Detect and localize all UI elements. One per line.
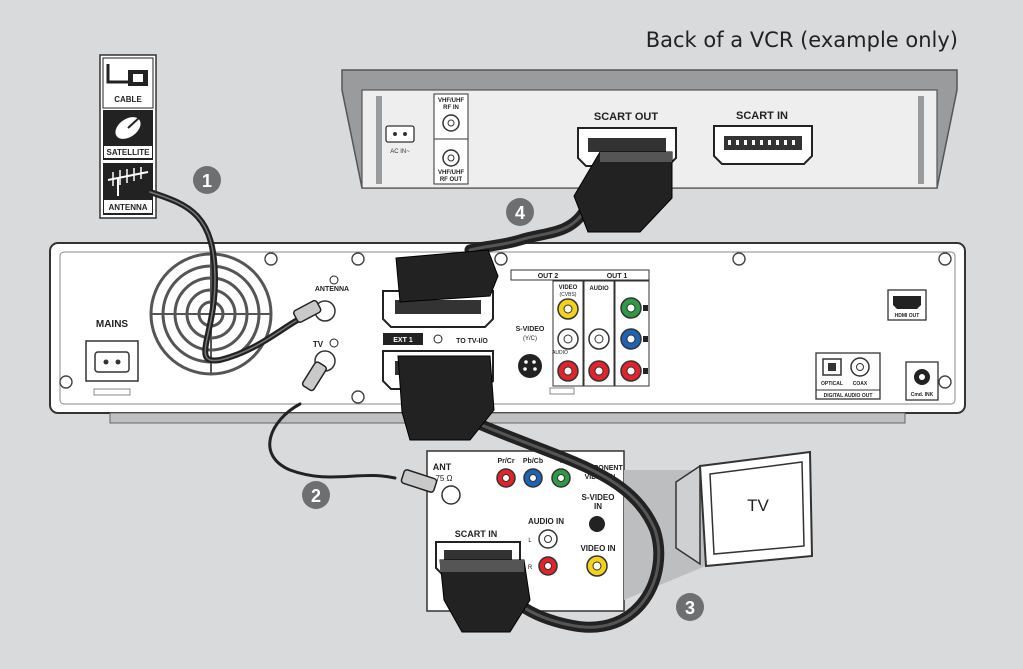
vcr-scart-in: SCART IN	[713, 110, 813, 165]
vcr: AC IN~ VHF/UHF RF IN VHF/UHF RF OUT SCAR…	[341, 69, 958, 189]
step-4-label: 4	[515, 203, 525, 223]
tv-audio-in-label: AUDIO IN	[528, 517, 564, 526]
hdmi-out-label: HDMI OUT	[895, 313, 920, 319]
player-unit: MAINS ANTENNA TV EXT 1 TO TV-I/O	[49, 242, 966, 424]
vcr-rf-out-label-2: RF OUT	[440, 177, 463, 183]
vcr-scart-in-label: SCART IN	[736, 110, 788, 122]
plugs	[293, 151, 673, 633]
tv-r-label: R	[528, 565, 533, 571]
tv-ant-jack	[441, 485, 461, 505]
cable-label: CABLE	[114, 95, 142, 104]
svideo-label: S-VIDEO	[516, 326, 545, 333]
step-2-marker: 2	[302, 481, 330, 509]
out1-label: OUT 1	[607, 273, 628, 280]
vcr-scart-out-label: SCART OUT	[594, 111, 658, 123]
tv-ohm-label: 75 Ω	[435, 474, 452, 483]
mains-inlet: MAINS	[85, 319, 139, 396]
tv-video-in-label: VIDEO IN	[580, 544, 615, 553]
antenna-jack-label: ANTENNA	[315, 286, 349, 293]
vcr-rf-in-label-1: VHF/UHF	[438, 98, 464, 104]
vcr-rf-out-label-1: VHF/UHF	[438, 170, 464, 176]
tv-label: TV	[747, 496, 769, 515]
step-3-marker: 3	[676, 593, 704, 621]
out2-label: OUT 2	[538, 273, 559, 280]
to-tv-label: TO TV-I/O	[456, 338, 488, 345]
cvbs-label: (CVBS)	[560, 292, 577, 298]
vcr-ac-inlet: AC IN~	[385, 125, 415, 155]
tv-svideo-label-1: S-VIDEO	[582, 493, 615, 502]
satellite-icon: SATELLITE	[103, 110, 153, 160]
tv-out-plug	[301, 361, 327, 392]
mains-label: MAINS	[96, 319, 129, 330]
vcr-ac-in-label: AC IN~	[390, 149, 410, 155]
svideo-sub-label: (Y/C)	[523, 336, 537, 342]
tv-svideo-label-2: IN	[594, 502, 602, 511]
step-2-label: 2	[311, 486, 321, 506]
vcr-rf-jacks: VHF/UHF RF IN VHF/UHF RF OUT	[433, 93, 469, 185]
player-scart-plug-top	[395, 249, 499, 303]
tv-pb-label: Pb/Cb	[523, 458, 543, 465]
antenna-label: ANTENNA	[108, 203, 147, 212]
tv-scart-in-label: SCART IN	[455, 529, 498, 539]
vcr-rf-in-label-2: RF IN	[443, 105, 459, 111]
step-4-marker: 4	[506, 198, 534, 226]
step-3-label: 3	[685, 598, 695, 618]
tv-svideo-jack	[589, 516, 605, 532]
screws	[59, 252, 952, 404]
step-1-marker: 1	[193, 166, 221, 194]
cmd-port: Cmd. INK	[905, 361, 939, 401]
digital-audio-out: OPTICAL COAX DIGITAL AUDIO OUT	[815, 352, 881, 400]
cable-icon: CABLE	[102, 57, 154, 109]
coax-label: COAX	[853, 381, 868, 387]
digital-audio-out-label: DIGITAL AUDIO OUT	[824, 393, 873, 399]
step-markers: 1 2 3 4	[193, 166, 704, 621]
video-label: VIDEO	[559, 285, 578, 291]
tv-set: TV	[624, 450, 814, 600]
cable-2	[268, 402, 397, 480]
antenna-plug	[293, 299, 322, 323]
analog-outputs: OUT 2 OUT 1 VIDEO (CVBS) AUDIO AUDIO	[510, 269, 650, 395]
tv-pr-label: Pr/Cr	[497, 458, 514, 465]
antenna-icon: ANTENNA	[103, 163, 153, 215]
player-scart-plug-bottom	[397, 355, 495, 441]
tv-jack-label: TV	[313, 340, 324, 349]
cmd-label: Cmd. INK	[911, 392, 934, 398]
audio-small-label: AUDIO	[552, 350, 568, 356]
caption: Back of a VCR (example only)	[646, 28, 958, 52]
source-icons: CABLE SATELLITE ANTENNA	[99, 54, 157, 219]
audio-label: AUDIO	[589, 286, 609, 292]
ext1-label: EXT 1	[393, 337, 413, 344]
tv-l-label: L	[528, 538, 532, 544]
cables	[147, 189, 665, 633]
svideo-port: S-VIDEO (Y/C)	[516, 326, 545, 378]
step-1-label: 1	[202, 171, 212, 191]
satellite-label: SATELLITE	[107, 148, 151, 157]
hdmi-port: HDMI OUT	[887, 289, 927, 321]
tv-ant-plug	[400, 469, 438, 493]
optical-label: OPTICAL	[821, 381, 843, 387]
tv-ant-label: ANT	[433, 462, 452, 472]
